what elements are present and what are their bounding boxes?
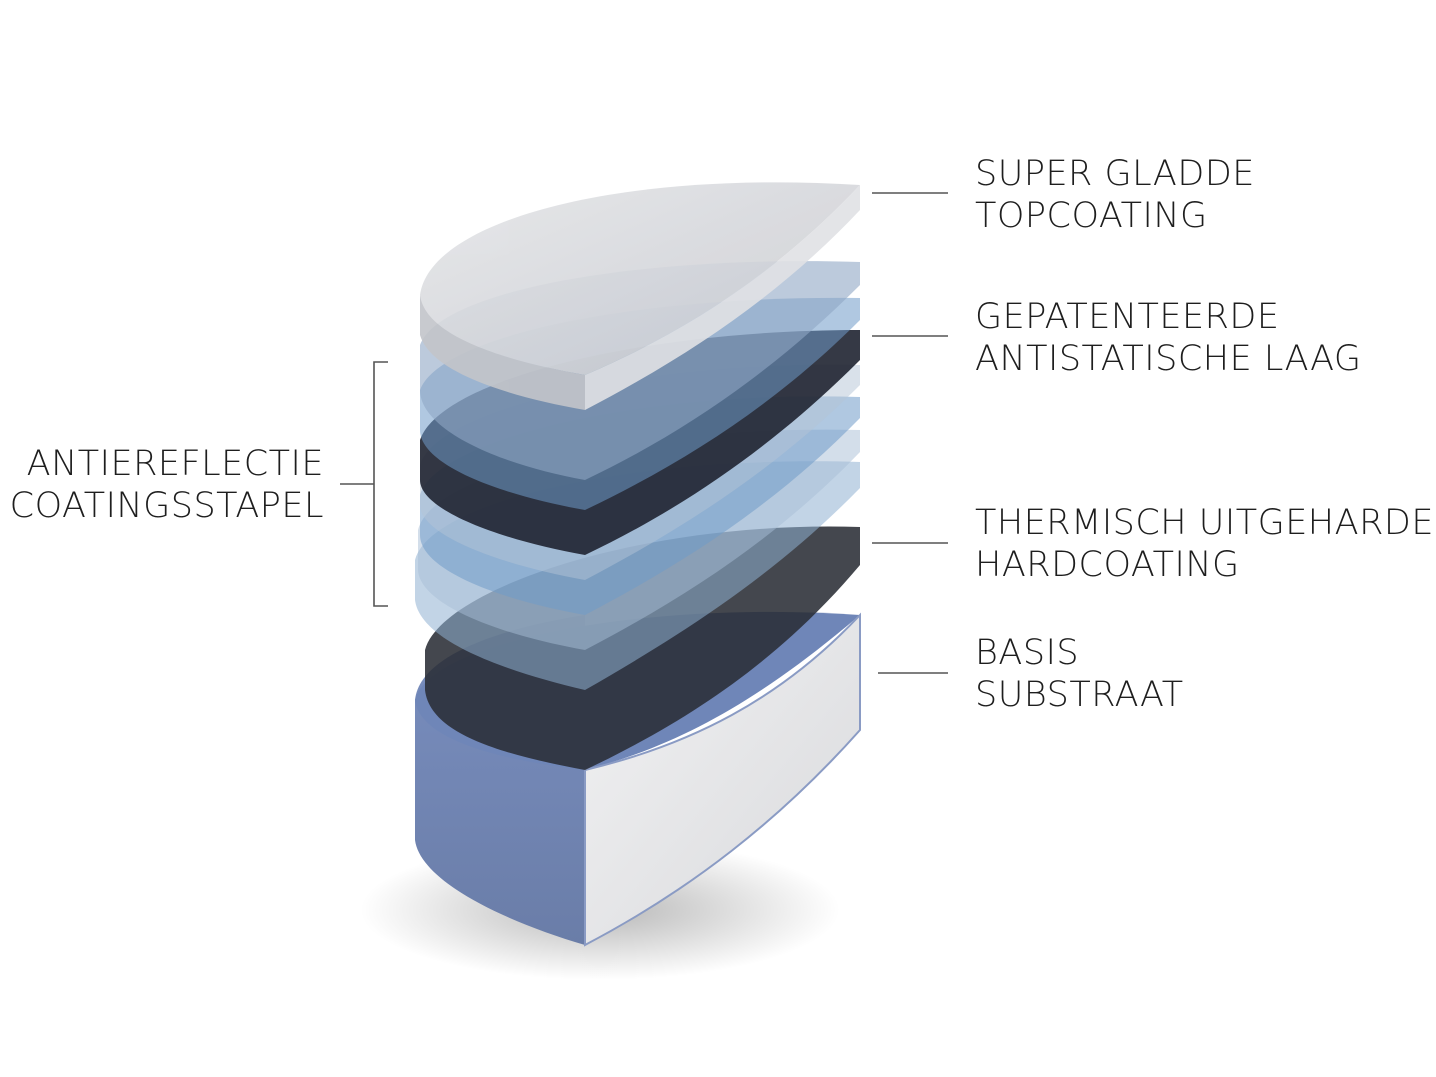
label-ar-stack: ANTIEREFLECTIE COATINGSSTAPEL xyxy=(10,443,324,527)
label-substrate: BASIS SUBSTRAAT xyxy=(975,632,1184,716)
label-antistatic-line1: GEPATENTEERDE xyxy=(975,297,1280,337)
label-substrate-line2: SUBSTRAAT xyxy=(975,675,1184,715)
leader-lines xyxy=(340,192,948,674)
label-substrate-line1: BASIS xyxy=(975,633,1080,673)
label-antistatic: GEPATENTEERDE ANTISTATISCHE LAAG xyxy=(975,296,1362,380)
label-topcoating: SUPER GLADDE TOPCOATING xyxy=(975,153,1255,237)
ar-stack-bracket xyxy=(373,361,388,607)
label-hardcoat-line1: THERMISCH UITGEHARDE xyxy=(975,503,1434,543)
label-hardcoat: THERMISCH UITGEHARDE HARDCOATING xyxy=(975,502,1434,586)
topcoat-layer xyxy=(420,182,860,410)
label-topcoating-line2: TOPCOATING xyxy=(975,196,1208,236)
label-topcoating-line1: SUPER GLADDE xyxy=(975,154,1255,194)
label-ar-stack-line2: COATINGSSTAPEL xyxy=(9,486,324,526)
label-hardcoat-line2: HARDCOATING xyxy=(975,545,1240,585)
label-ar-stack-line1: ANTIEREFLECTIE xyxy=(26,444,324,484)
label-antistatic-line2: ANTISTATISCHE LAAG xyxy=(975,339,1362,379)
topcoat-side xyxy=(420,295,585,410)
topcoat-top xyxy=(420,182,860,375)
topcoat-edge xyxy=(585,185,860,410)
substrate-cut-face xyxy=(584,612,861,947)
